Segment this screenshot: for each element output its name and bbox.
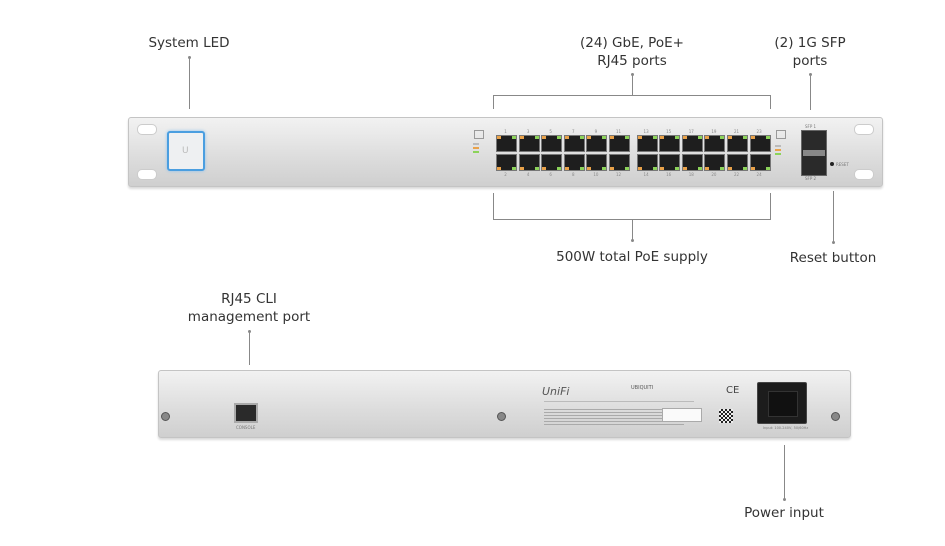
port-number: 13 xyxy=(643,129,649,134)
ubiquiti-logo: UBIQUITI xyxy=(631,385,654,391)
port-number: 5 xyxy=(549,129,552,134)
port-number: 22 xyxy=(733,172,740,177)
rj45-port[interactable] xyxy=(609,154,630,171)
rj45-port[interactable] xyxy=(609,135,630,152)
gbe-ports-callout: (24) GbE, PoE+ RJ45 ports xyxy=(580,35,684,69)
port-number: 10 xyxy=(593,172,599,177)
rj45-port[interactable] xyxy=(727,135,748,152)
port-number: 12 xyxy=(615,172,622,177)
port-number: 11 xyxy=(615,129,622,134)
port-number: 1 xyxy=(504,129,507,134)
reset-button-callout: Reset button xyxy=(789,250,877,266)
rj45-port[interactable] xyxy=(636,154,658,171)
gbe-bracket xyxy=(493,95,771,96)
rj45-port[interactable] xyxy=(563,135,585,152)
rj45-port[interactable] xyxy=(659,135,681,152)
rj45-port[interactable] xyxy=(496,154,517,171)
port-number: 7 xyxy=(572,129,575,134)
rj45-port[interactable] xyxy=(704,135,726,152)
port-number: 20 xyxy=(711,172,717,177)
rj45-port[interactable] xyxy=(681,135,703,152)
port-number: 19 xyxy=(711,129,717,134)
port-number: 6 xyxy=(549,172,552,177)
port-number: 15 xyxy=(666,129,672,134)
system-led[interactable]: U xyxy=(167,131,205,171)
network-icon xyxy=(474,130,484,139)
power-input-callout: Power input xyxy=(744,505,824,521)
rj45-port[interactable] xyxy=(681,154,703,171)
port-number: 23 xyxy=(756,129,762,134)
rj45-port[interactable] xyxy=(496,135,517,152)
rj45-port[interactable] xyxy=(518,135,540,152)
reset-button[interactable] xyxy=(830,162,834,166)
ubiquiti-logo-icon: U xyxy=(182,146,189,156)
rj45-port[interactable] xyxy=(749,135,771,152)
rear-panel: CONSOLE UniFi UBIQUITI CE Input: 100-240… xyxy=(158,370,851,438)
rj45-port[interactable] xyxy=(518,154,540,171)
rj45-port[interactable] xyxy=(541,154,563,171)
port-number: 16 xyxy=(666,172,672,177)
port-number: 21 xyxy=(733,129,740,134)
unifi-logo: UniFi xyxy=(542,385,570,398)
console-port[interactable] xyxy=(234,403,258,423)
rj45-port[interactable] xyxy=(541,135,563,152)
cli-port-callout: RJ45 CLI management port xyxy=(187,291,311,325)
rj45-port[interactable] xyxy=(727,154,748,171)
system-led-leader xyxy=(189,57,190,109)
port-number: 2 xyxy=(504,172,507,177)
rj45-port[interactable] xyxy=(636,135,658,152)
sfp-ports-callout: (2) 1G SFP ports xyxy=(774,35,846,69)
rj45-port[interactable] xyxy=(704,154,726,171)
rj45-port[interactable] xyxy=(659,154,681,171)
rj45-port[interactable] xyxy=(563,154,585,171)
power-inlet[interactable] xyxy=(757,382,807,424)
ce-mark-icon: CE xyxy=(726,385,740,396)
rj45-port[interactable] xyxy=(586,135,608,152)
poe-supply-callout: 500W total PoE supply xyxy=(556,249,708,265)
qr-code-icon xyxy=(719,409,733,423)
rj45-port[interactable] xyxy=(749,154,771,171)
sfp-status-icon xyxy=(776,130,786,139)
port-number: 9 xyxy=(594,129,598,134)
port-number: 14 xyxy=(643,172,649,177)
port-number: 18 xyxy=(688,172,694,177)
port-number: 3 xyxy=(526,129,530,134)
port-number: 4 xyxy=(526,172,530,177)
port-number: 8 xyxy=(572,172,575,177)
system-led-callout: System LED xyxy=(148,35,230,51)
port-number: 24 xyxy=(756,172,762,177)
port-number: 17 xyxy=(688,129,694,134)
rj45-port[interactable] xyxy=(586,154,608,171)
sfp-cage xyxy=(801,130,827,176)
